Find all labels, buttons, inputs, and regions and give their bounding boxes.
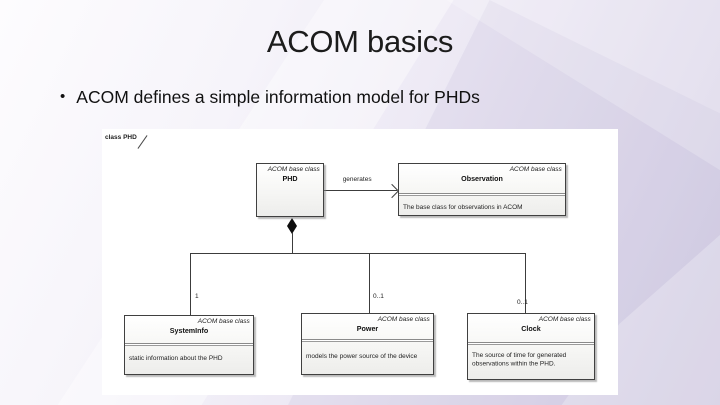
slide-title: ACOM basics <box>266 24 454 59</box>
multiplicity-power: 0..1 <box>373 293 384 301</box>
class-name-phd: PHD <box>282 175 298 183</box>
class-box-phd: ACOM base class PHD <box>256 163 324 217</box>
connector-drop-systeminfo <box>190 253 191 315</box>
bullet-icon: • <box>60 88 66 105</box>
frame-corner-slash-icon <box>137 135 148 149</box>
stereotype-label: ACOM base class <box>509 166 562 174</box>
connector-branch-line <box>190 253 526 254</box>
class-box-power: ACOM base class Power models the power s… <box>301 313 434 375</box>
class-description-systeminfo: static information about the PHD <box>129 354 223 362</box>
composition-diamond-icon <box>287 218 297 234</box>
class-box-observation: ACOM base class Observation The base cla… <box>398 163 566 216</box>
generates-label: generates <box>342 176 372 184</box>
compartment-divider <box>125 343 253 346</box>
stereotype-label: ACOM base class <box>377 316 430 324</box>
compartment-divider <box>468 342 594 345</box>
class-name-systeminfo: SystemInfo <box>169 327 209 335</box>
multiplicity-systeminfo: 1 <box>195 293 199 301</box>
class-description-power: models the power source of the device <box>306 352 418 360</box>
class-description-observation: The base class for observations in ACOM <box>403 203 523 211</box>
bullet-item: • ACOM defines a simple information mode… <box>60 85 480 109</box>
diagram-canvas: class PHD generates 1 0..1 0..1 ACOM bas… <box>102 129 618 395</box>
class-box-systeminfo: ACOM base class SystemInfo static inform… <box>124 315 254 375</box>
class-box-clock: ACOM base class Clock The source of time… <box>467 313 595 380</box>
compartment-divider <box>399 193 565 196</box>
class-description-clock: The source of time for generated observa… <box>472 351 567 368</box>
stereotype-label: ACOM base class <box>538 316 591 324</box>
class-name-clock: Clock <box>521 325 541 333</box>
class-name-power: Power <box>356 325 379 333</box>
frame-label: class PHD <box>105 134 137 142</box>
stereotype-label: ACOM base class <box>197 318 250 326</box>
compartment-divider <box>302 339 433 342</box>
multiplicity-clock: 0..1 <box>517 299 528 307</box>
stereotype-label: ACOM base class <box>267 166 320 174</box>
class-name-observation: Observation <box>461 175 503 183</box>
bullet-text: ACOM defines a simple information model … <box>76 87 480 107</box>
open-arrowhead-icon <box>384 183 400 199</box>
connector-drop-clock <box>525 253 526 313</box>
generates-connector-line <box>324 190 397 191</box>
connector-drop-power <box>369 253 370 313</box>
connector-stem <box>292 233 293 254</box>
